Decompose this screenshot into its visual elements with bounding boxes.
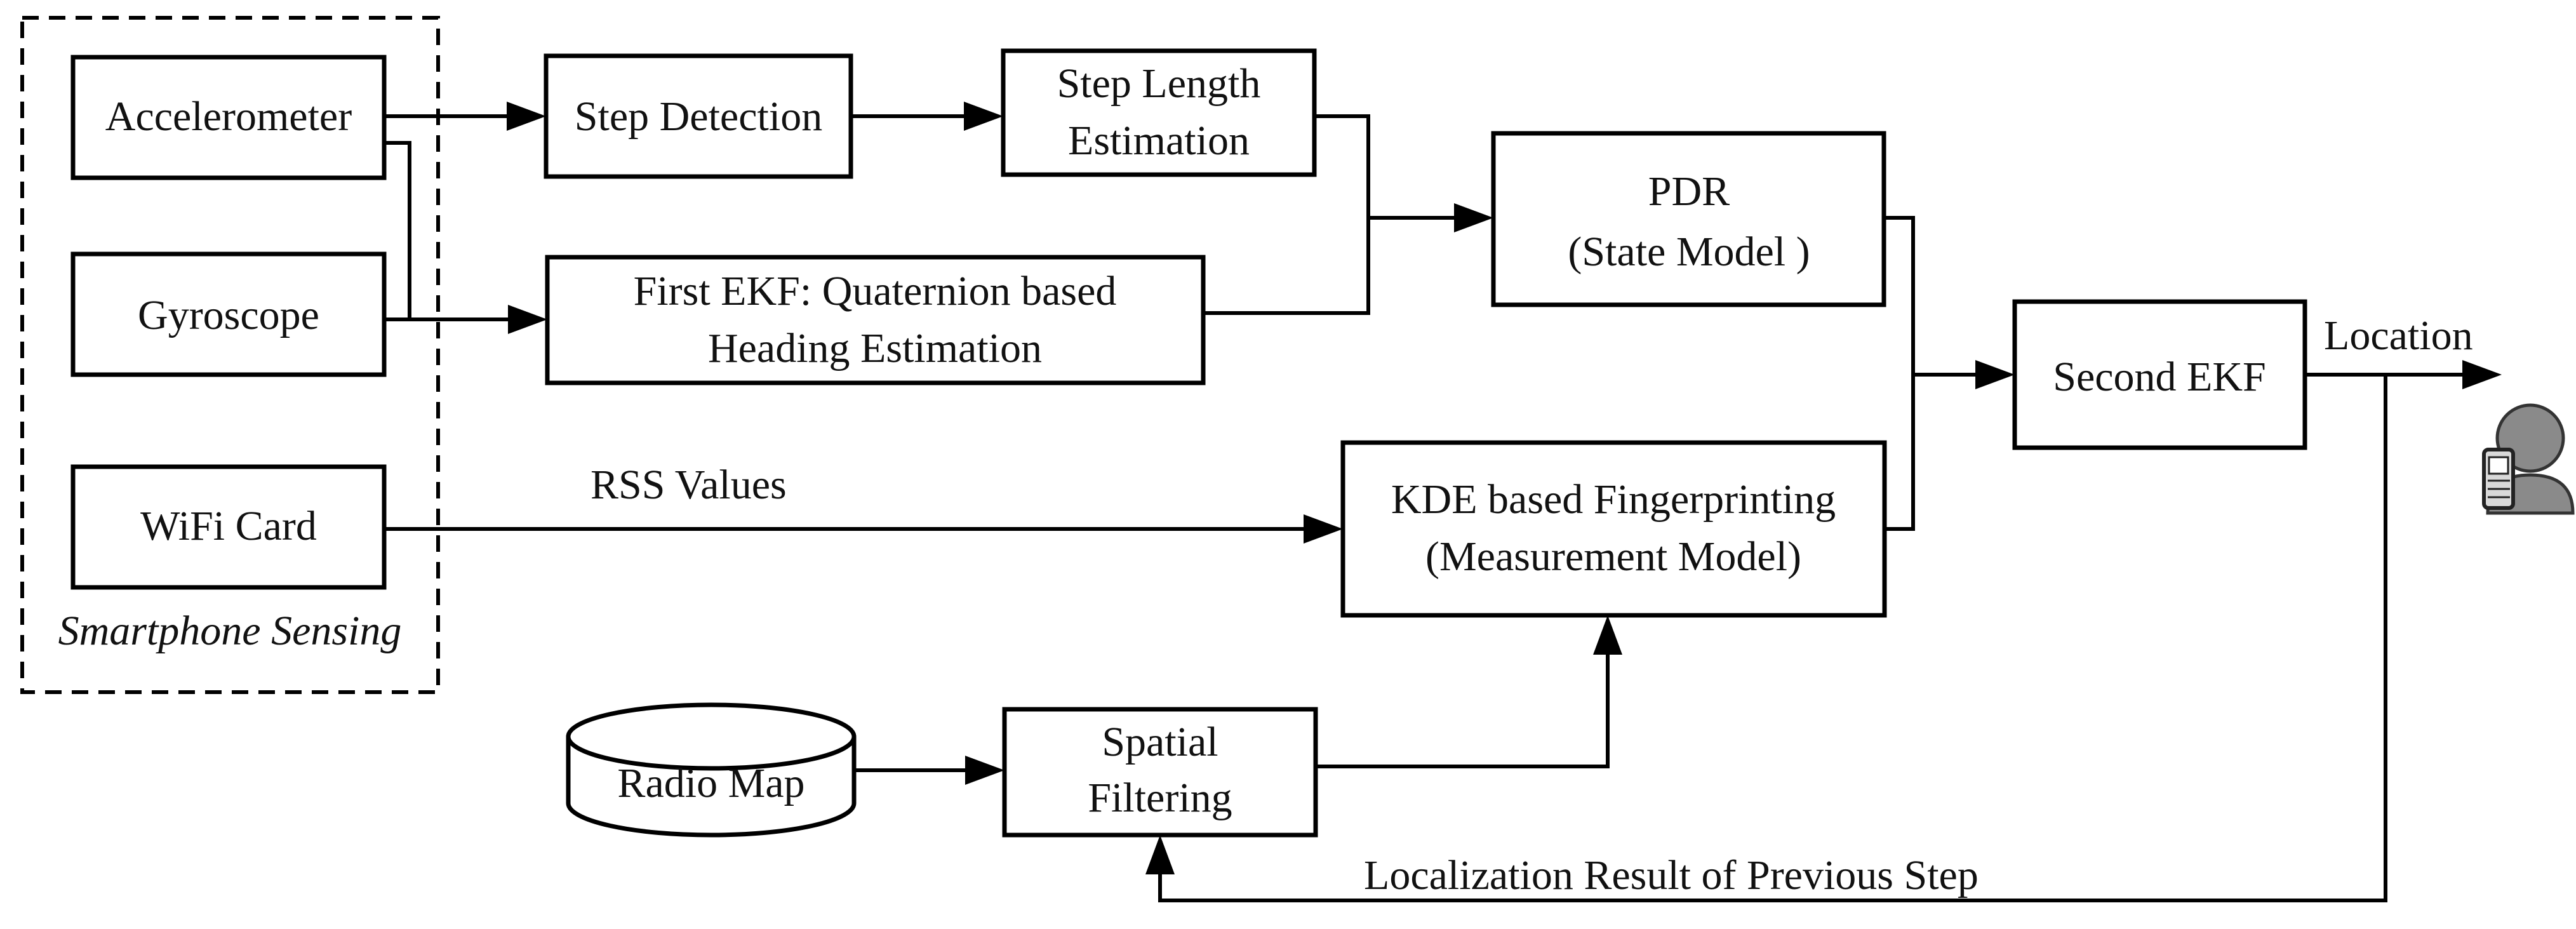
- arrowhead: [965, 756, 1004, 785]
- second-ekf-label: Second EKF: [2053, 354, 2266, 400]
- arrowhead: [1304, 514, 1343, 544]
- second-ekf-block: Second EKF: [2012, 299, 2307, 450]
- first-ekf-block: First EKF: Quaternion based Heading Esti…: [545, 255, 1206, 385]
- arrowhead: [1975, 360, 2015, 389]
- edge-feedback-to-spatial: [1158, 375, 2387, 902]
- pdr-label-line2: (State Model ): [1568, 229, 1810, 275]
- feedback-label: Localization Result of Previous Step: [1364, 852, 1979, 899]
- location-label: Location: [2324, 312, 2473, 359]
- edge-pdr-kde-to-merge: [1884, 216, 1915, 531]
- first-ekf-label-line1: First EKF: Quaternion based: [634, 268, 1117, 314]
- accelerometer-label: Accelerometer: [105, 93, 352, 140]
- smartphone-sensing-group: Smartphone Sensing: [20, 16, 440, 694]
- arrowhead: [964, 102, 1003, 131]
- step-length-block: Step Length Estimation: [1001, 48, 1317, 177]
- arrowhead: [1145, 835, 1175, 874]
- step-length-label-line2: Estimation: [1068, 117, 1250, 164]
- edge-accel-to-first-ekf: [384, 141, 411, 319]
- connectors: [384, 102, 2502, 902]
- wifi-card-label: WiFi Card: [140, 503, 317, 549]
- spatial-filtering-block: Spatial Filtering: [1002, 707, 1318, 838]
- step-length-label-line1: Step Length: [1057, 60, 1261, 107]
- step-detection-block: Step Detection: [544, 53, 853, 179]
- arrowhead: [507, 102, 546, 131]
- user-with-phone-icon: [2482, 403, 2575, 515]
- gyroscope-label: Gyroscope: [138, 292, 319, 338]
- spatial-label-line1: Spatial: [1102, 719, 1218, 765]
- gyroscope-block: Gyroscope: [70, 251, 387, 377]
- edge-step-length-to-merge: [1203, 114, 1370, 315]
- smartphone-sensing-label: Smartphone Sensing: [58, 608, 402, 654]
- arrowhead: [1454, 203, 1493, 232]
- radio-map-database: Radio Map: [566, 702, 857, 838]
- kde-label-line2: (Measurement Model): [1425, 533, 1801, 580]
- pdr-label-line1: PDR: [1648, 168, 1730, 215]
- kde-fingerprinting-block: KDE based Fingerprinting (Measurement Mo…: [1340, 440, 1887, 618]
- accelerometer-block: Accelerometer: [70, 55, 387, 180]
- wifi-card-block: WiFi Card: [70, 464, 387, 590]
- edge-spatial-to-kde: [1316, 653, 1610, 768]
- step-detection-label: Step Detection: [575, 93, 822, 140]
- radio-map-label: Radio Map: [617, 760, 804, 806]
- spatial-label-line2: Filtering: [1088, 775, 1232, 821]
- arrowhead: [508, 305, 547, 334]
- arrowhead: [2462, 360, 2502, 389]
- arrowhead: [1593, 615, 1622, 655]
- kde-label-line1: KDE based Fingerprinting: [1391, 476, 1836, 523]
- pdr-block: PDR (State Model ): [1491, 131, 1886, 307]
- first-ekf-label-line2: Heading Estimation: [708, 325, 1042, 371]
- rss-values-label: RSS Values: [591, 462, 787, 508]
